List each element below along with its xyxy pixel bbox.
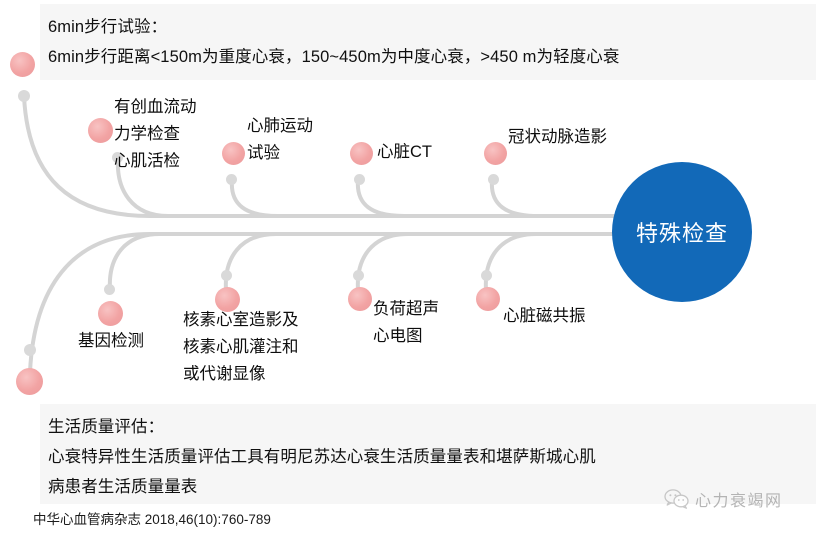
wechat-icon [664,489,689,509]
node-label-invasive-hemodynamics: 有创血流动 力学检查 心肌活检 [114,94,197,175]
label-line: 心脏磁共振 [503,307,586,325]
edge-dot-bottom-left [16,368,43,395]
label-line: 或代谢显像 [183,365,266,383]
upper-branch-3 [355,178,406,218]
node-label-cardiopulmonary-exercise-test: 心肺运动 试验 [247,113,313,167]
node-tip-genetic-testing [104,284,115,295]
node-tip-cardiac-ct [354,174,365,185]
label-line: 核素心肌灌注和 [183,338,299,356]
watermark: 心力衰竭网 [664,487,783,511]
node-label-cardiac-mri: 心脏磁共振 [503,303,586,330]
label-line: 心电图 [373,327,423,345]
label-line: 核素心室造影及 [183,311,299,329]
node-dot-coronary-angiography[interactable] [484,142,507,165]
node-dot-genetic-testing[interactable] [98,301,123,326]
node-dot-cardiac-mri[interactable] [476,287,500,311]
node-label-cardiac-ct: 心脏CT [377,139,432,166]
label-line: 基因检测 [78,332,144,350]
edge-dot-top-left [10,52,35,77]
lower-branch-1 [107,232,162,292]
lower-branch-4 [483,232,538,292]
spine-tip-dot-lower [24,344,36,356]
lower-branch-3 [355,232,410,292]
label-line: 试验 [247,144,280,162]
spine-tip-dot-upper [18,90,30,102]
node-tip-stress-echocardiography [353,270,364,281]
node-dot-cardiopulmonary-exercise-test[interactable] [222,142,245,165]
label-line: 冠状动脉造影 [508,128,607,146]
label-line: 力学检查 [114,125,180,143]
label-line: 有创血流动 [114,98,197,116]
citation-source: 中华心血管病杂志 2018,46(10):760-789 [33,512,271,527]
node-tip-coronary-angiography [488,174,499,185]
node-label-genetic-testing: 基因检测 [78,328,144,355]
panel-top-line-2: 6min步行距离<150m为重度心衰，150~450m为中度心衰，>450 m为… [48,48,620,66]
node-tip-cardiopulmonary-exercise-test [226,174,237,185]
panel-bottom-line-1: 生活质量评估： [48,418,165,436]
lower-branch-2 [223,232,278,292]
hub-label: 特殊检查 [635,221,728,246]
panel-bottom-line-3: 病患者生活质量量表 [48,478,198,496]
node-dot-stress-echocardiography[interactable] [348,287,372,311]
watermark-text: 心力衰竭网 [695,493,783,510]
node-label-coronary-angiography: 冠状动脉造影 [508,124,607,151]
label-line: 负荷超声 [373,300,439,318]
panel-quality-of-life: 生活质量评估： 心衰特异性生活质量评估工具有明尼苏达心衰生活质量量表和堪萨斯城心… [40,404,816,504]
panel-top-line-1: 6min步行试验： [48,18,168,36]
hub-special-examination[interactable]: 特殊检查 [612,162,752,302]
upper-branch-2 [229,178,280,218]
upper-branch-4 [489,178,540,218]
node-tip-radionuclide-imaging [221,270,232,281]
node-label-radionuclide-imaging: 核素心室造影及 核素心肌灌注和 或代谢显像 [183,307,299,388]
label-line: 心肌活检 [114,152,180,170]
panel-6min-walk-test: 6min步行试验： 6min步行距离<150m为重度心衰，150~450m为中度… [40,4,816,80]
node-dot-cardiac-ct[interactable] [350,142,373,165]
node-dot-invasive-hemodynamics[interactable] [88,118,113,143]
node-label-stress-echocardiography: 负荷超声 心电图 [373,296,439,350]
node-tip-cardiac-mri [481,270,492,281]
panel-bottom-line-2: 心衰特异性生活质量评估工具有明尼苏达心衰生活质量量表和堪萨斯城心肌 [48,448,596,466]
label-line: 心脏CT [377,143,432,161]
label-line: 心肺运动 [247,117,313,135]
